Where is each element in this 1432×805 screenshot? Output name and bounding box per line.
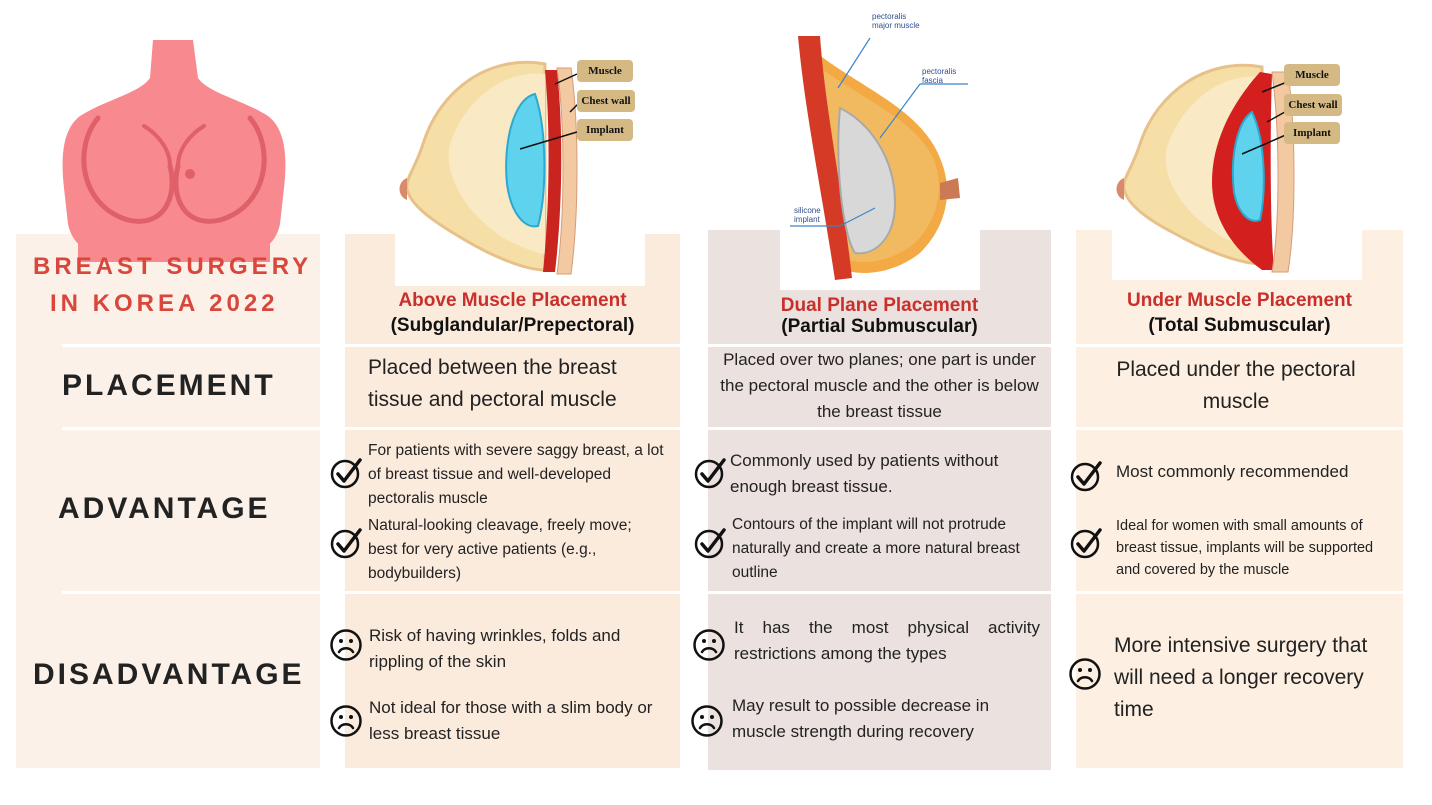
row-divider [708,427,1051,430]
row-divider [708,591,1051,594]
row-divider [345,591,680,594]
under-muscle-placement-text: Placed under the pectoral muscle [1116,358,1356,413]
diagram3-muscle-tag: Muscle [1284,64,1340,86]
submuscular-diagram [1112,52,1362,280]
diagram3-chest-wall-tag: Chest wall [1284,94,1342,116]
dual-plane-column-panel [708,230,1051,770]
sad-face-icon [330,629,362,661]
above-muscle-column-panel [345,234,680,768]
check-circle-icon [330,528,362,559]
disadvantage-item: More intensive surgery that will need a … [1114,634,1368,721]
torso-icon [62,40,286,262]
advantage-item: Commonly used by patients without enough… [730,451,999,496]
sad-face-icon [330,705,362,737]
check-circle-icon [1070,461,1102,492]
diagram2-pectoralis-major-label: pectoralis major muscle [872,12,920,30]
advantage-item: Ideal for women with small amounts of br… [1116,518,1374,578]
diagram2-silicone-implant-label: silicone implant [794,206,821,224]
sad-face-icon [1069,658,1101,690]
left-label-panel [16,234,320,768]
row-divider [62,427,320,430]
column-title: Above Muscle Placement [398,290,627,311]
sad-face-icon [693,629,725,661]
diagram3-implant-tag: Implant [1284,122,1340,144]
column-subtitle: (Partial Submuscular) [781,316,978,337]
diagram1-implant-tag: Implant [577,119,633,141]
row-divider [62,591,320,594]
brand-title-line1: BREAST SURGERY [33,253,313,280]
under-muscle-column-panel [1076,230,1403,768]
row-label-placement: PLACEMENT [62,369,276,402]
row-label-advantage: ADVANTAGE [58,492,271,525]
column-subtitle: (Subglandular/Prepectoral) [390,315,635,336]
disadvantage-item: It has the most physical activity restri… [734,618,1040,663]
advantage-item: Contours of the implant will not protrud… [732,516,1020,581]
row-divider [1076,427,1403,430]
row-divider [62,344,320,347]
under-muscle-header: Under Muscle Placement (Total Submuscula… [1076,290,1403,342]
advantage-item: For patients with severe saggy breast, a… [368,442,664,507]
row-divider [345,344,680,347]
check-circle-icon [330,458,362,489]
advantage-item: Natural-looking cleavage, freely move; b… [368,517,632,582]
above-muscle-placement-text: Placed between the breast tissue and pec… [368,356,617,411]
dual-plane-diagram [780,28,980,290]
subglandular-diagram [395,44,645,286]
disadvantage-item: Not ideal for those with a slim body or … [369,698,653,743]
row-label-disadvantage: DISADVANTAGE [33,658,305,691]
column-title: Under Muscle Placement [1127,290,1352,311]
sad-face-icon [691,705,723,737]
diagram1-chest-wall-tag: Chest wall [577,90,635,112]
row-divider [708,344,1051,347]
row-divider [1076,344,1403,347]
diagram2-pectoralis-fascia-label: pectoralis fascia [922,67,957,85]
column-subtitle: (Total Submuscular) [1148,315,1331,336]
disadvantage-item: Risk of having wrinkles, folds and rippl… [369,626,621,671]
check-circle-icon [694,528,726,559]
diagram1-muscle-tag: Muscle [577,60,633,82]
disadvantage-item: May result to possible decrease in muscl… [732,696,990,741]
row-divider [345,427,680,430]
brand-title-line2: IN KOREA 2022 [50,290,279,317]
row-divider [1076,591,1403,594]
column-title: Dual Plane Placement [780,295,979,316]
check-circle-icon [1070,528,1102,559]
advantage-item: Most commonly recommended [1116,462,1349,481]
dual-plane-placement-text: Placed over two planes; one part is unde… [720,350,1039,421]
dual-plane-header: Dual Plane Placement (Partial Submuscula… [708,295,1051,345]
check-circle-icon [694,458,726,489]
above-muscle-header: Above Muscle Placement (Subglandular/Pre… [345,290,680,342]
